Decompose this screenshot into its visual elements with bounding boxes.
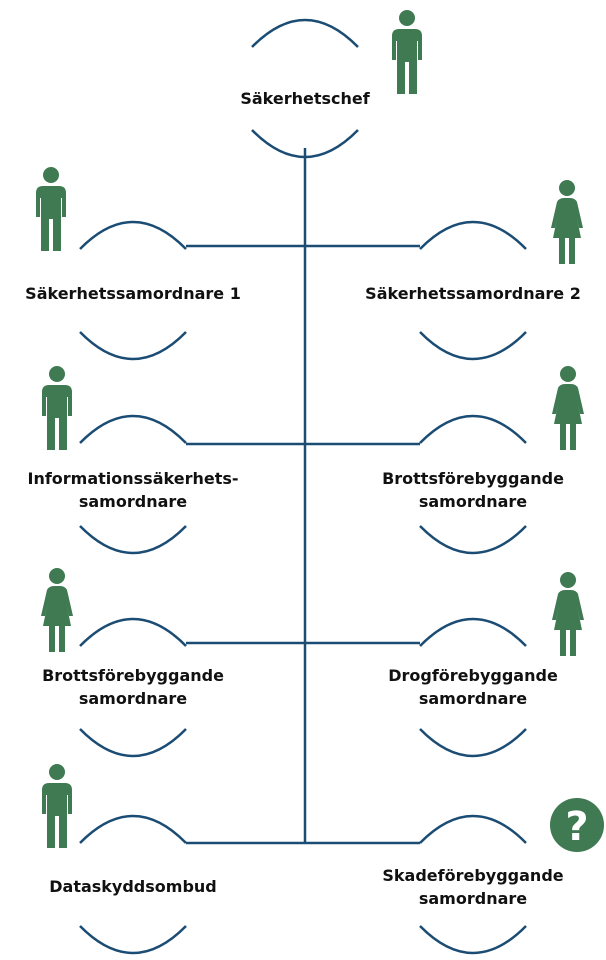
node-label-line: Brottsförebyggande <box>382 469 564 488</box>
node-label-l4: Dataskyddsombud <box>0 875 273 898</box>
node-label-line: Informationssäkerhets- <box>27 469 239 488</box>
node-label-line: samordnare <box>418 889 528 908</box>
node-arc-top <box>79 617 187 647</box>
node-arc-bottom <box>79 331 187 361</box>
person-figures: ? <box>36 10 604 852</box>
node-frame-r4 <box>419 814 527 955</box>
node-frame-l1 <box>79 220 187 361</box>
node-arc-bottom <box>419 331 527 361</box>
node-label-line: samordnare <box>418 689 528 708</box>
node-arc-top <box>419 220 527 250</box>
node-arc-bottom <box>79 925 187 955</box>
node-label-line: Skadeförebyggande <box>382 866 564 885</box>
node-label-line: Brottsförebyggande <box>42 666 224 685</box>
node-label-head: Säkerhetschef <box>165 87 445 110</box>
node-label-line: Säkerhetssamordnare 1 <box>25 284 241 303</box>
node-label-l1: Säkerhetssamordnare 1 <box>0 282 273 305</box>
node-frame-head <box>251 18 359 159</box>
node-arc-bottom <box>79 525 187 555</box>
node-label-line: Dataskyddsombud <box>49 877 217 896</box>
node-arc-top <box>419 414 527 444</box>
node-label-r3: Drogförebyggande samordnare <box>333 664 606 710</box>
node-label-line: samordnare <box>78 689 188 708</box>
female-person-icon <box>41 568 73 652</box>
node-label-r1: Säkerhetssamordnare 2 <box>333 282 606 305</box>
female-person-icon <box>552 572 584 656</box>
question-mark-text: ? <box>565 804 588 850</box>
node-label-line: Drogförebyggande <box>388 666 558 685</box>
node-arc-bottom <box>419 728 527 758</box>
node-arc-top <box>419 617 527 647</box>
node-label-line: Säkerhetssamordnare 2 <box>365 284 581 303</box>
node-label-r2: Brottsförebyggande samordnare <box>333 467 606 513</box>
node-label-r4: Skadeförebyggande samordnare <box>333 864 606 910</box>
node-label-l2: Informationssäkerhets-samordnare <box>0 467 273 513</box>
male-person-icon <box>42 366 72 450</box>
node-frame-l2 <box>79 414 187 555</box>
node-frame-r3 <box>419 617 527 758</box>
question-icon: ? <box>550 798 604 852</box>
node-label-line: Säkerhetschef <box>240 89 370 108</box>
connector-lines <box>186 148 420 845</box>
female-person-icon <box>551 180 583 264</box>
node-frame-r1 <box>419 220 527 361</box>
node-arc-bottom <box>419 525 527 555</box>
node-frame-l3 <box>79 617 187 758</box>
node-label-line: samordnare <box>418 492 528 511</box>
node-label-l3: Brottsförebyggande samordnare <box>0 664 273 710</box>
female-person-icon <box>552 366 584 450</box>
node-arc-top <box>419 814 527 844</box>
node-frame-r2 <box>419 414 527 555</box>
male-person-icon <box>392 10 422 94</box>
male-person-icon <box>42 764 72 848</box>
node-frame-l4 <box>79 814 187 955</box>
node-arc-bottom <box>419 925 527 955</box>
node-arc-bottom <box>251 129 359 159</box>
node-label-line: samordnare <box>78 492 188 511</box>
node-arc-bottom <box>79 728 187 758</box>
node-arc-top <box>79 414 187 444</box>
node-arc-top <box>79 220 187 250</box>
node-arc-top <box>79 814 187 844</box>
node-arc-top <box>251 18 359 48</box>
male-person-icon <box>36 167 66 251</box>
node-arcs <box>79 18 527 955</box>
